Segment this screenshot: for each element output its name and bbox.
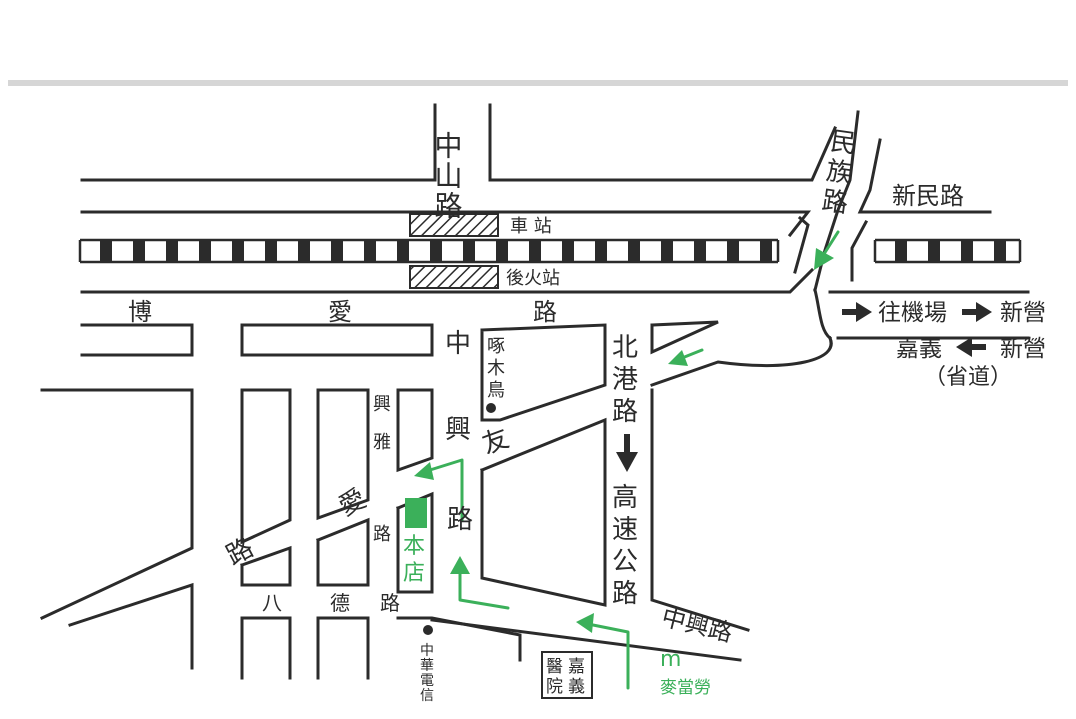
railway-tie — [928, 240, 940, 262]
railway-tie — [232, 240, 244, 262]
boai-road — [80, 320, 719, 422]
label-cht-4: 信 — [420, 688, 434, 704]
label-woodpecker-3: 鳥 — [487, 380, 505, 401]
railway-tie — [628, 240, 640, 262]
label-zhongxing-1: 中 — [445, 329, 471, 359]
label-beigang-1: 北 — [612, 333, 638, 363]
label-cht-1: 中 — [420, 643, 434, 659]
label-provincial-road: （省道） — [924, 365, 1012, 390]
mcd-logo-icon: m — [660, 647, 681, 672]
label-highway-2: 速 — [612, 515, 638, 545]
railway-tie — [529, 240, 541, 262]
central-blocks — [430, 388, 750, 662]
label-cht-3: 電 — [420, 673, 434, 689]
railway-tie — [364, 240, 376, 262]
railway-tie — [496, 240, 508, 262]
cht-dot-icon — [423, 625, 433, 635]
label-ai-road-1: 路 — [222, 533, 259, 572]
railway-tie — [430, 240, 442, 262]
label-ai-road-2: 愛 — [334, 484, 371, 523]
railway-tie — [562, 240, 574, 262]
railway-tie — [265, 240, 277, 262]
railway-tie — [100, 240, 112, 262]
railway-tie — [961, 240, 973, 262]
label-station-front: 車 站 — [510, 216, 552, 237]
railway-tie — [331, 240, 343, 262]
label-you: 友 — [478, 423, 513, 460]
woodpecker-dot-icon — [486, 403, 496, 413]
railway-tie — [595, 240, 607, 262]
label-woodpecker-2: 木 — [487, 358, 505, 379]
route-arrows — [414, 230, 840, 690]
railway-tie — [895, 240, 907, 262]
label-chiayi: 嘉義 — [896, 336, 942, 362]
zhongshan-road — [80, 103, 837, 182]
label-xinying-top: 新營 — [1000, 300, 1046, 326]
label-bade-3: 路 — [380, 591, 400, 615]
railway-tie — [760, 240, 772, 262]
front-station-building — [409, 213, 499, 237]
railway-tie — [694, 240, 706, 262]
label-xinying-bottom: 新營 — [1000, 336, 1046, 362]
label-store-1: 本 — [403, 534, 425, 559]
label-highway-1: 高 — [612, 483, 638, 513]
label-highway-3: 公 — [612, 547, 638, 577]
label-beigang-2: 港 — [612, 365, 638, 395]
hospital-box — [541, 651, 593, 699]
label-beigang-3: 路 — [612, 397, 638, 427]
label-xingya-3: 路 — [373, 524, 391, 545]
label-hospital-4: 院 — [546, 677, 563, 697]
railway-tie — [463, 240, 475, 262]
label-zhongxing-se: 中興路 — [659, 603, 736, 648]
railway-tie — [397, 240, 409, 262]
label-minzu: 民族路 — [816, 126, 858, 219]
railway-tie — [994, 240, 1006, 262]
label-xingya-2: 雅 — [373, 432, 391, 453]
railway-tie — [661, 240, 673, 262]
railway-tie — [166, 240, 178, 262]
railway-tie — [727, 240, 739, 262]
railway-tie — [133, 240, 145, 262]
label-hospital-3: 醫 — [546, 657, 563, 677]
label-store-2: 店 — [403, 561, 425, 586]
label-zhongxing-2: 興 — [445, 415, 471, 445]
label-boai-1: 博 — [128, 298, 152, 326]
label-hospital-1: 嘉 — [568, 657, 585, 677]
card-top-edge — [8, 80, 1068, 86]
label-bade-1: 八 — [262, 591, 282, 615]
label-mcd: 麥當勞 — [660, 678, 711, 698]
store-marker-icon — [405, 498, 427, 528]
label-station-back: 後火站 — [506, 268, 560, 289]
label-bade-2: 德 — [330, 591, 350, 615]
label-zhongxing-3: 路 — [447, 505, 473, 535]
label-highway-4: 路 — [612, 579, 638, 609]
direction-arrows — [616, 302, 992, 472]
label-boai-2: 愛 — [328, 298, 352, 326]
label-xinmin: 新民路 — [892, 182, 964, 210]
railway-tie — [199, 240, 211, 262]
label-cht-2: 華 — [420, 658, 434, 674]
railway-tie — [298, 240, 310, 262]
label-boai-3: 路 — [533, 298, 557, 326]
label-hospital-2: 義 — [568, 677, 585, 697]
airport-curve — [650, 288, 1030, 387]
label-xingya-1: 興 — [373, 394, 391, 415]
railway-ties — [100, 240, 1006, 262]
label-to-airport: 往機場 — [878, 300, 947, 326]
back-station-building — [409, 265, 499, 289]
label-zhongshan-1: 中山路 — [431, 131, 464, 221]
label-woodpecker-1: 啄 — [487, 336, 505, 357]
